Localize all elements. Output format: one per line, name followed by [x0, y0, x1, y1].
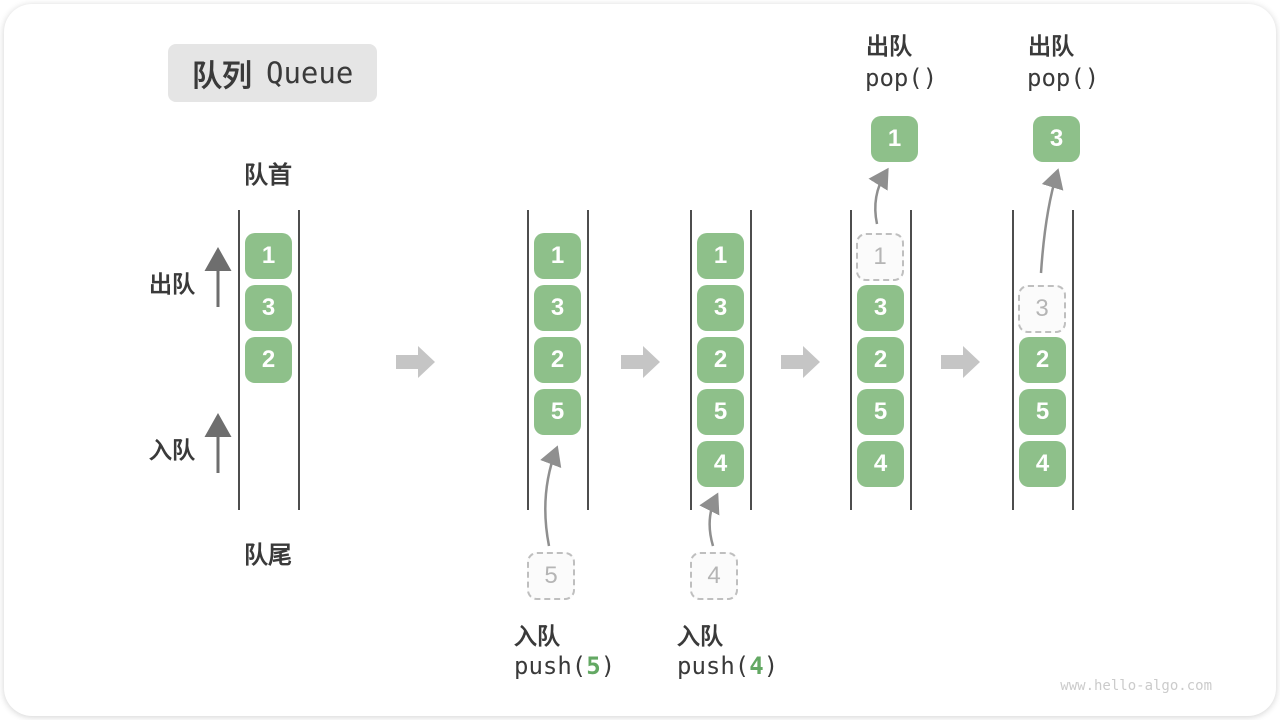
queue-item: 4 — [857, 441, 904, 487]
popped-item: 1 — [871, 116, 918, 162]
queue-item: 1 — [534, 233, 581, 279]
incoming-item: 4 — [690, 552, 738, 600]
push-note-label: 入队 — [677, 623, 723, 649]
step-arrow-icon — [396, 346, 435, 378]
queue-wall-left — [1012, 210, 1014, 510]
push-arg-value: 5 — [586, 652, 601, 680]
queue-wall-right — [1072, 210, 1074, 510]
queue-item: 4 — [1019, 441, 1066, 487]
queue-wall-right — [750, 210, 752, 510]
queue-head-label: 队首 — [244, 162, 292, 189]
queue-item: 2 — [857, 337, 904, 383]
queue-item: 3 — [245, 285, 292, 331]
push-4-arrow — [699, 492, 720, 547]
pop-note-code: pop() — [865, 64, 938, 92]
queue-wall-right — [587, 210, 589, 510]
queue-wall-left — [690, 210, 692, 510]
queue-wall-left — [850, 210, 852, 510]
push-note-code: push(4) — [677, 652, 778, 680]
queue-item: 4 — [697, 441, 744, 487]
pop-note-code: pop() — [1027, 64, 1100, 92]
queue-item-ghost: 3 — [1018, 285, 1066, 333]
step-arrow-icon — [941, 346, 980, 378]
queue-wall-left — [527, 210, 529, 510]
push-fn-text: push( — [677, 652, 750, 680]
queue-item: 2 — [534, 337, 581, 383]
title-english: Queue — [266, 56, 354, 90]
queue-tail-label: 队尾 — [244, 542, 292, 569]
queue-item: 3 — [857, 285, 904, 331]
step-arrow-icon — [781, 346, 820, 378]
title-chinese: 队列 — [192, 60, 252, 93]
step-arrow-icon — [621, 346, 660, 378]
push-close-paren: ) — [600, 652, 616, 680]
queue-wall-right — [298, 210, 300, 510]
pop-1-arrow — [868, 167, 889, 225]
pop-note-label: 出队 — [866, 33, 912, 59]
push-note-code: push(5) — [514, 652, 615, 680]
dequeue-side-label: 出队 — [149, 271, 195, 297]
push-fn-text: push( — [514, 652, 587, 680]
pop-3-arrow — [1039, 168, 1064, 274]
queue-item: 2 — [1019, 337, 1066, 383]
queue-item: 5 — [857, 389, 904, 435]
enqueue-side-label: 入队 — [149, 437, 195, 463]
queue-item: 3 — [697, 285, 744, 331]
queue-item: 3 — [534, 285, 581, 331]
push-note-label: 入队 — [514, 623, 560, 649]
popped-item: 3 — [1033, 116, 1080, 162]
queue-wall-right — [910, 210, 912, 510]
queue-item: 5 — [1019, 389, 1066, 435]
queue-item: 5 — [534, 389, 581, 435]
incoming-item: 5 — [527, 552, 575, 600]
queue-item: 2 — [697, 337, 744, 383]
queue-item: 5 — [697, 389, 744, 435]
queue-item: 1 — [245, 233, 292, 279]
push-arg-value: 4 — [749, 652, 764, 680]
pop-note-label: 出队 — [1028, 33, 1074, 59]
queue-wall-left — [238, 210, 240, 510]
push-5-arrow — [540, 445, 562, 547]
push-close-paren: ) — [763, 652, 779, 680]
queue-item: 2 — [245, 337, 292, 383]
queue-item: 1 — [697, 233, 744, 279]
diagram-title: 队列 Queue — [168, 44, 378, 102]
watermark: www.hello-algo.com — [1060, 678, 1212, 694]
queue-item-ghost: 1 — [856, 233, 904, 281]
